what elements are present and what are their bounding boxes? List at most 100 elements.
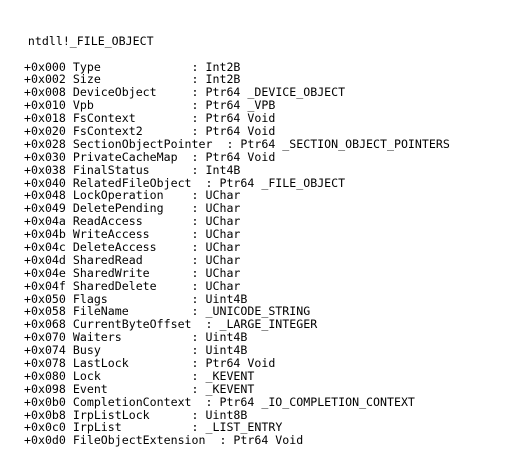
- field-name: SharedRead: [72, 252, 143, 267]
- field-type: Ptr64 Void: [233, 433, 304, 448]
- field-separator: :: [121, 420, 206, 435]
- field-type: UChar: [205, 201, 241, 216]
- field-offset: +0x080: [24, 368, 66, 383]
- field-row: +0x04f SharedDelete : UChar: [0, 278, 515, 293]
- field-offset: +0x058: [24, 304, 66, 319]
- field-separator: :: [128, 356, 206, 370]
- field-type: Ptr64 Void: [205, 149, 276, 164]
- field-name: LastLock: [72, 356, 129, 370]
- field-name: FsContext: [72, 111, 136, 126]
- field-type: Ptr64 _DEVICE_OBJECT: [205, 85, 346, 100]
- field-offset: +0x0b0: [24, 394, 66, 409]
- field-type: UChar: [205, 214, 241, 229]
- field-type: Uint4B: [205, 330, 248, 345]
- field-type: Int2B: [205, 59, 241, 74]
- field-separator: :: [142, 252, 206, 267]
- field-list: +0x000 Type : Int2B+0x002 Size : Int2B+0…: [0, 59, 515, 448]
- field-type: UChar: [205, 227, 241, 242]
- field-type: UChar: [205, 265, 241, 280]
- field-offset: +0x020: [24, 123, 66, 138]
- field-name: FinalStatus: [72, 162, 150, 177]
- field-offset: +0x049: [24, 201, 66, 216]
- field-row: +0x070 Waiters : Uint4B: [0, 331, 515, 344]
- field-separator: :: [191, 394, 220, 409]
- field-separator: :: [107, 381, 206, 396]
- field-name: Flags: [72, 291, 108, 306]
- field-name: Size: [72, 72, 101, 87]
- field-name: DeletePending: [72, 201, 164, 216]
- field-name: LockOperation: [72, 188, 164, 203]
- field-separator: :: [205, 433, 234, 448]
- field-name: DeleteAccess: [72, 239, 157, 254]
- field-offset: +0x000: [24, 59, 66, 74]
- field-name: Lock: [72, 368, 101, 383]
- field-separator: :: [128, 304, 206, 319]
- field-separator: :: [163, 188, 206, 203]
- field-name: SharedDelete: [72, 278, 157, 293]
- field-row: +0x058 FileName : _UNICODE_STRING: [0, 305, 515, 318]
- field-offset: +0x098: [24, 381, 66, 396]
- field-offset: +0x0c0: [24, 420, 66, 435]
- field-row: +0x048 LockOperation : UChar: [0, 189, 515, 202]
- field-separator: :: [142, 123, 206, 138]
- field-offset: +0x04c: [24, 239, 66, 254]
- field-separator: :: [100, 72, 206, 87]
- struct-header: ntdll!_FILE_OBJECT: [0, 22, 515, 47]
- field-type: _KEVENT: [205, 381, 255, 396]
- field-offset: +0x010: [24, 98, 66, 113]
- field-row: +0x028 SectionObjectPointer : Ptr64 _SEC…: [0, 136, 515, 151]
- field-name: IrpList: [72, 420, 122, 435]
- field-offset: +0x038: [24, 162, 66, 177]
- field-name: Type: [72, 59, 101, 74]
- field-type: Ptr64 _VPB: [205, 98, 276, 113]
- field-separator: :: [100, 59, 206, 74]
- field-name: FileObjectExtension: [72, 433, 206, 448]
- field-row: +0x04d SharedRead : UChar: [0, 252, 515, 267]
- field-name: CurrentByteOffset: [72, 317, 192, 332]
- field-type: Ptr64 Void: [205, 123, 276, 138]
- field-type: UChar: [205, 252, 241, 267]
- field-separator: :: [149, 227, 206, 242]
- field-separator: :: [212, 136, 241, 151]
- field-separator: :: [100, 368, 206, 383]
- field-type: Ptr64 _IO_COMPLETION_CONTEXT: [219, 394, 415, 409]
- field-type: Uint4B: [205, 291, 248, 306]
- field-offset: +0x04f: [24, 278, 66, 293]
- field-offset: +0x04d: [24, 252, 66, 267]
- field-row: +0x018 FsContext : Ptr64 Void: [0, 112, 515, 125]
- field-separator: :: [191, 317, 220, 332]
- field-row: +0x049 DeletePending : UChar: [0, 202, 515, 215]
- field-offset: +0x008: [24, 85, 66, 100]
- field-name: CompletionContext: [72, 394, 192, 409]
- field-type: _KEVENT: [205, 368, 255, 383]
- field-name: Event: [72, 381, 108, 396]
- field-type: Ptr64 Void: [205, 356, 276, 370]
- field-offset: +0x050: [24, 291, 66, 306]
- field-type: Ptr64 _FILE_OBJECT: [219, 175, 346, 190]
- field-separator: :: [107, 291, 206, 306]
- field-separator: :: [163, 201, 206, 216]
- field-row: +0x098 Event : _KEVENT: [0, 381, 515, 396]
- field-name: PrivateCacheMap: [72, 149, 178, 164]
- field-name: FileName: [72, 304, 129, 319]
- struct-header-text: ntdll!_FILE_OBJECT: [27, 33, 154, 48]
- field-type: Ptr64 Void: [205, 111, 276, 126]
- field-separator: :: [177, 149, 206, 164]
- field-separator: :: [149, 162, 206, 177]
- field-row: +0x078 LastLock : Ptr64 Void: [0, 357, 515, 370]
- field-row: +0x020 FsContext2 : Ptr64 Void: [0, 125, 515, 138]
- field-offset: +0x068: [24, 317, 66, 332]
- field-offset: +0x070: [24, 330, 66, 345]
- field-row: +0x074 Busy : Uint4B: [0, 344, 515, 357]
- field-row: +0x050 Flags : Uint4B: [0, 291, 515, 306]
- field-row: +0x04c DeleteAccess : UChar: [0, 241, 515, 254]
- field-type: _UNICODE_STRING: [205, 304, 311, 319]
- field-offset: +0x04a: [24, 214, 66, 229]
- field-type: Int4B: [205, 162, 241, 177]
- field-type: UChar: [205, 188, 241, 203]
- field-offset: +0x04e: [24, 265, 66, 280]
- field-row: +0x008 DeviceObject : Ptr64 _DEVICE_OBJE…: [0, 86, 515, 99]
- field-type: Uint4B: [205, 343, 248, 358]
- field-name: RelatedFileObject: [72, 175, 192, 190]
- field-type: UChar: [205, 239, 241, 254]
